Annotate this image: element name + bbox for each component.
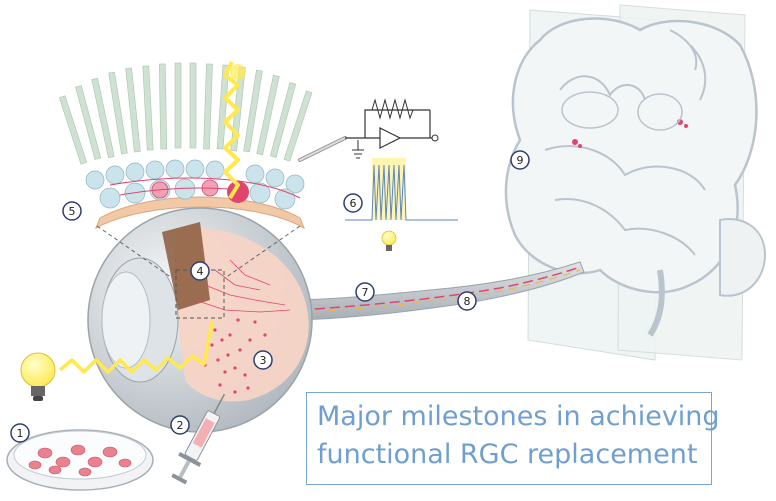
svg-text:1: 1 — [17, 427, 24, 440]
syringe-icon — [171, 393, 226, 485]
marker-3: 3 — [253, 350, 273, 370]
light-bulb-icon — [20, 352, 56, 401]
petri-dish-icon — [6, 429, 154, 491]
electrode-icon — [298, 98, 458, 221]
marker-7: 7 — [355, 282, 375, 302]
svg-text:5: 5 — [69, 205, 76, 218]
svg-text:2: 2 — [177, 419, 184, 432]
eye-globe — [87, 207, 313, 433]
marker-4: 4 — [190, 261, 210, 281]
caption-box: Major milestones in achieving functional… — [306, 392, 720, 485]
caption-line-2: functional RGC replacement — [317, 439, 698, 470]
retina-detail — [58, 62, 313, 279]
marker-9: 9 — [510, 150, 530, 170]
light-ray — [58, 61, 246, 374]
optic-nerve — [284, 261, 585, 321]
svg-text:6: 6 — [350, 197, 357, 210]
svg-text:9: 9 — [517, 154, 524, 167]
brain-section-icon — [504, 4, 767, 361]
marker-1: 1 — [10, 423, 30, 443]
svg-text:4: 4 — [197, 265, 204, 278]
svg-text:7: 7 — [362, 286, 369, 299]
marker-5: 5 — [62, 201, 82, 221]
svg-text:3: 3 — [260, 354, 267, 367]
marker-2: 2 — [170, 415, 190, 435]
marker-6: 6 — [343, 193, 363, 213]
light-bulb-icon — [381, 230, 397, 251]
marker-8: 8 — [457, 291, 477, 311]
caption-line-1: Major milestones in achieving — [317, 401, 720, 432]
svg-text:8: 8 — [464, 295, 471, 308]
